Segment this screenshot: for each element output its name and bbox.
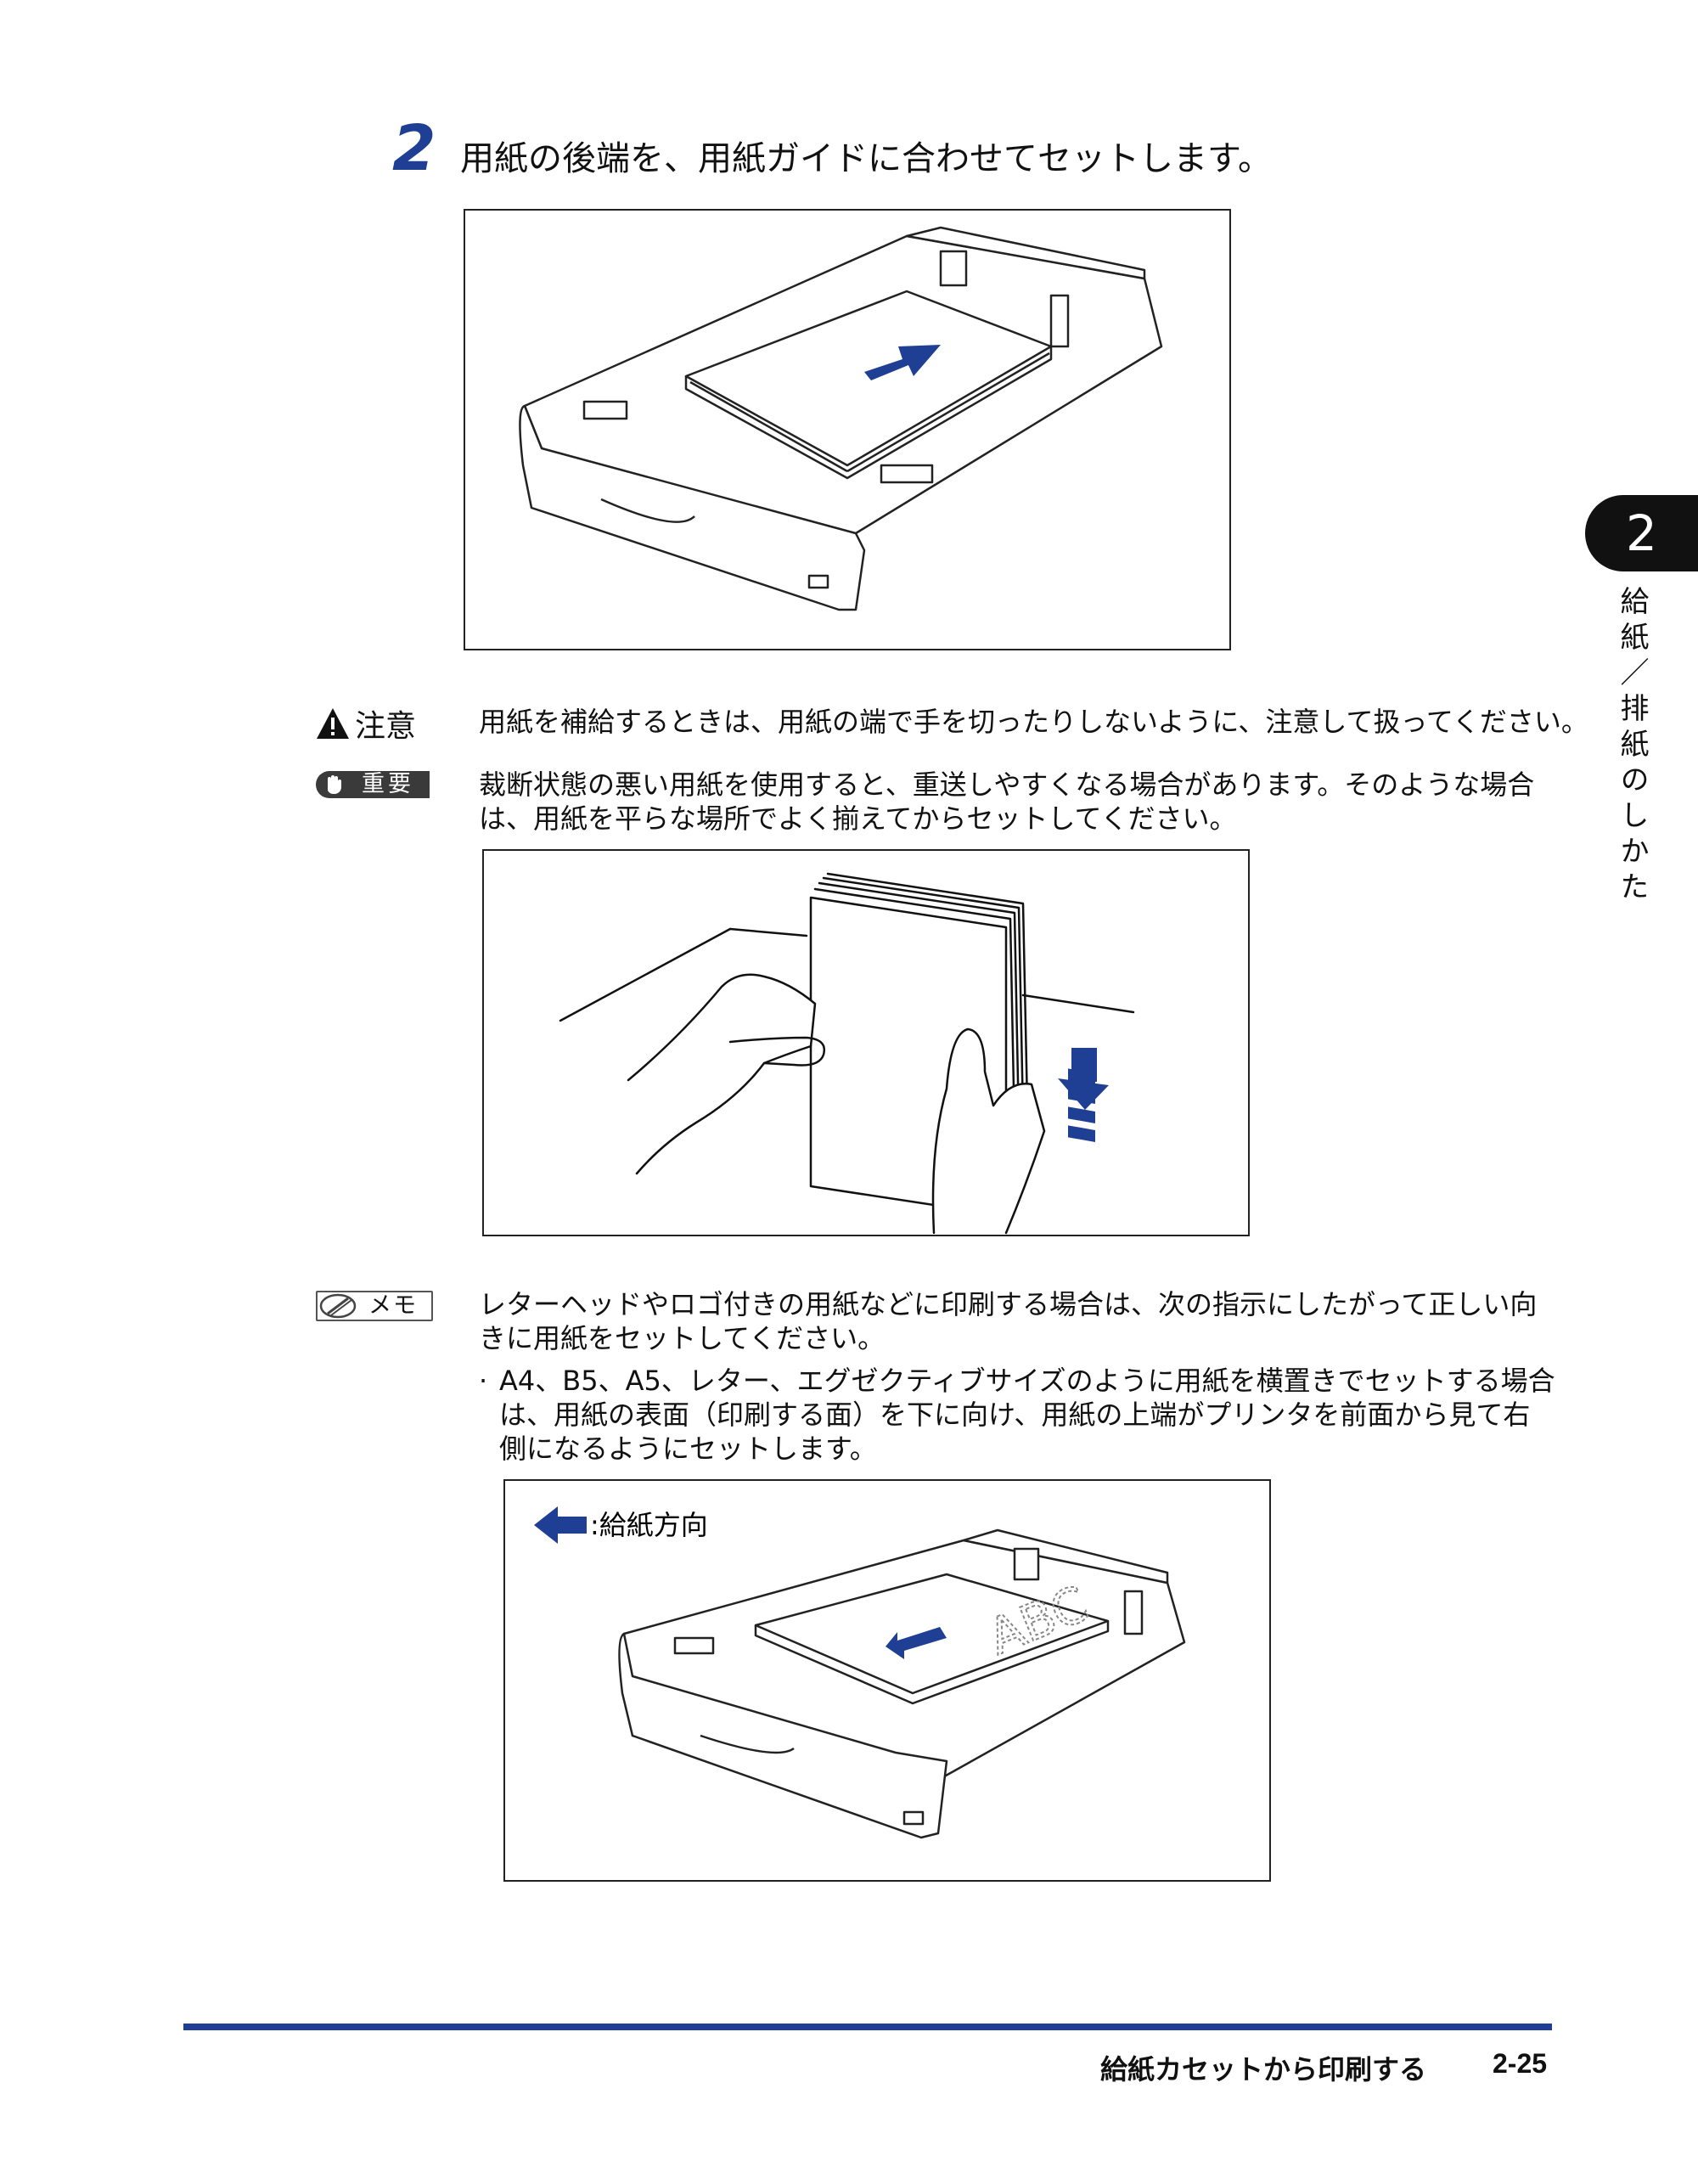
footer-rule [183,2024,1552,2030]
feed-direction-legend-label: :給紙方向 [590,1509,708,1541]
feed-arrow-on-paper [886,1627,947,1659]
figure-feed-direction: :給紙方向 ABC [503,1479,1271,1882]
tray-illustration [519,226,1163,611]
align-paper-illustration [559,872,1135,1235]
memo-bullet-text: A4、B5、A5、レター、エグゼクティブサイズのように用紙を横置きでセットする場… [499,1365,1555,1465]
memo-bullet-item: · A4、B5、A5、レター、エグゼクティブサイズのように用紙を横置きでセットす… [479,1364,1557,1466]
page-number: 2-25 [1493,2048,1548,2079]
memo-badge: メモ [316,1291,433,1321]
memo-word: メモ [363,1292,423,1320]
down-arrow-icon [1058,1048,1109,1142]
feed-direction-legend-icon [534,1506,587,1544]
step-number: 2 [392,112,436,185]
hand-stop-icon [316,771,351,798]
memo-text: レターヘッドやロゴ付きの用紙などに印刷する場合は、次の指示にしたがって正しい向き… [479,1288,1538,1354]
chapter-title: 給紙／排紙のしかた [1615,586,1649,907]
push-direction-arrow [864,345,941,380]
figure-align-paper [482,849,1250,1236]
step-instruction: 用紙の後端を、用紙ガイドに合わせてセットします。 [460,139,1272,178]
important-text: 裁断状態の悪い用紙を使用すると、重送しやすくなる場合があります。そのような場合は… [479,768,1535,835]
warning-triangle-icon [317,708,349,739]
caution-text: 用紙を補給するときは、用紙の端で手を切ったりしないように、注意して扱ってください… [479,706,1588,738]
important-badge: 重要 [316,769,430,800]
caution-word: 注意 [355,709,417,744]
caution-label: 注意 [316,701,416,746]
important-word: 重要 [351,771,430,798]
bullet-dot: · [479,1365,488,1397]
figure-tray-paper-set [464,209,1231,650]
chapter-number-tab: 2 [1585,495,1698,571]
footer-section-title: 給紙カセットから印刷する [1100,2053,1427,2085]
pencil-memo-icon [319,1293,357,1319]
feed-direction-illustration: :給紙方向 ABC [534,1506,1186,1839]
